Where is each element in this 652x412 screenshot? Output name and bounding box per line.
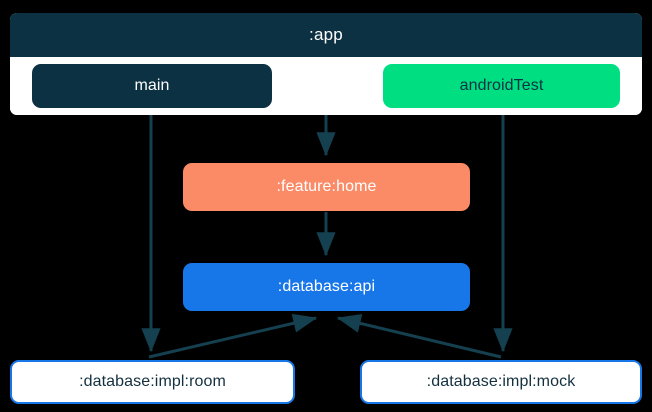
node-database-impl-room[interactable]: :database:impl:room xyxy=(10,360,295,404)
edge-database-impl-mock-to-database-api xyxy=(336,313,502,359)
node-database-api[interactable]: :database:api xyxy=(183,263,470,311)
cluster-app[interactable]: :app main androidTest xyxy=(10,13,642,115)
node-main-label: main xyxy=(134,77,170,94)
node-database-api-label: :database:api xyxy=(277,278,376,295)
node-androidtest[interactable]: androidTest xyxy=(383,64,620,108)
node-androidtest-label: androidTest xyxy=(459,77,544,94)
cluster-app-header: :app xyxy=(10,13,642,57)
node-main[interactable]: main xyxy=(32,64,272,108)
cluster-app-body: main androidTest xyxy=(10,57,642,115)
node-database-impl-mock[interactable]: :database:impl:mock xyxy=(360,360,642,404)
node-database-impl-room-label: :database:impl:room xyxy=(79,373,226,390)
node-database-impl-mock-label: :database:impl:mock xyxy=(426,373,576,390)
edge-database-impl-room-to-database-api xyxy=(148,313,318,359)
cluster-app-title: :app xyxy=(309,25,343,44)
node-feature-home[interactable]: :feature:home xyxy=(183,163,470,211)
node-feature-home-label: :feature:home xyxy=(276,178,377,195)
